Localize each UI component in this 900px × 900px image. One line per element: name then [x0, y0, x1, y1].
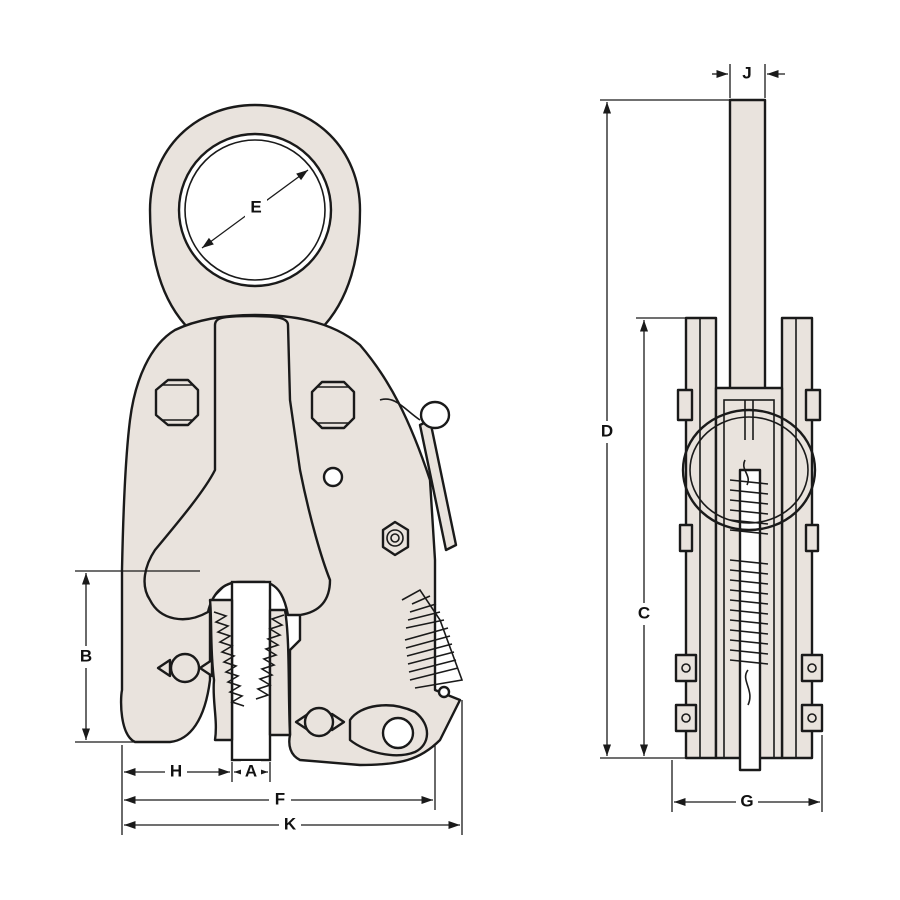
label-d: D — [601, 421, 613, 440]
hex-bolt-right — [310, 380, 356, 430]
hex-bolt-left — [154, 378, 200, 427]
front-view — [119, 103, 464, 767]
label-b: B — [80, 646, 92, 665]
hex-nut — [381, 520, 410, 557]
label-g: G — [740, 791, 753, 810]
wing-screw-right — [294, 706, 346, 738]
wing-screw-left — [156, 652, 214, 684]
lock-spring — [401, 588, 464, 689]
latch-handle — [379, 398, 458, 552]
label-h: H — [170, 761, 182, 780]
label-e: E — [250, 197, 261, 216]
side-view — [674, 98, 824, 772]
label-c: C — [638, 603, 650, 622]
label-k: K — [284, 814, 297, 833]
plate-slot — [230, 580, 272, 762]
label-j: J — [742, 63, 751, 82]
release-ring — [681, 400, 817, 532]
cam-lever — [348, 685, 451, 757]
eye-shank — [728, 98, 767, 392]
cam-plate — [143, 314, 332, 621]
side-spring — [729, 459, 769, 706]
side-brackets — [674, 653, 824, 733]
label-a: A — [245, 761, 257, 780]
pivot-hole — [322, 466, 344, 488]
dimension-labels: E B H A F K D C J G — [75, 63, 758, 836]
right-jaw-pad — [268, 608, 292, 737]
label-f: F — [275, 789, 285, 808]
